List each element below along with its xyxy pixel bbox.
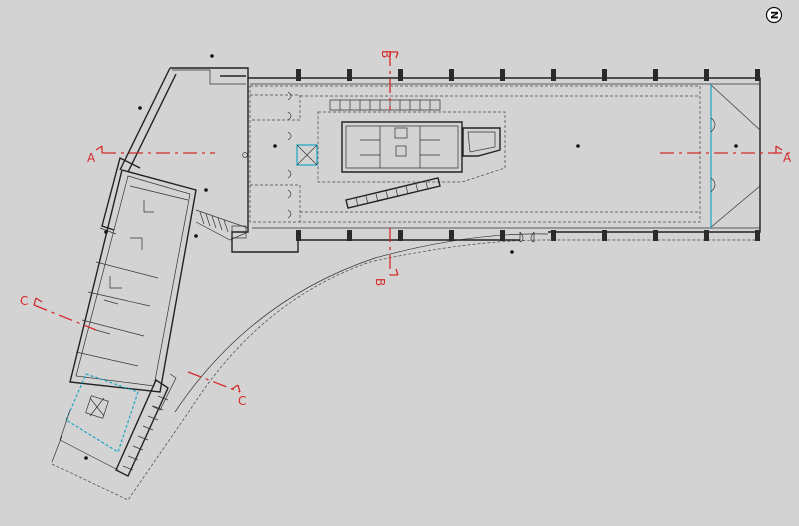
north-arrow-icon: N (765, 6, 783, 24)
hall-elevator (296, 144, 318, 166)
terrace-outline (51, 239, 762, 501)
section-c-top-label: C (20, 294, 28, 308)
section-line-b: B B (373, 50, 399, 286)
section-b-bottom-label: B (373, 278, 387, 286)
section-a-left-label: A (87, 151, 96, 165)
columns-bottom (296, 230, 760, 241)
hall-entrance-door (519, 231, 535, 243)
north-label: N (770, 11, 781, 19)
columns-top (296, 69, 760, 81)
stair-tower (51, 373, 177, 477)
section-line-a: A A (87, 145, 792, 165)
service-core (317, 111, 506, 183)
terrace-curve (174, 233, 549, 413)
hall-stair (329, 99, 441, 209)
glazing-swings (287, 91, 292, 219)
section-line-c: C C (20, 294, 246, 408)
section-a-right-label: A (783, 151, 792, 165)
section-c-bottom-label: C (238, 394, 246, 408)
diagonal-wing (69, 156, 249, 393)
level-markers (84, 54, 738, 460)
section-b-top-label: B (379, 50, 393, 58)
main-hall (119, 67, 761, 253)
